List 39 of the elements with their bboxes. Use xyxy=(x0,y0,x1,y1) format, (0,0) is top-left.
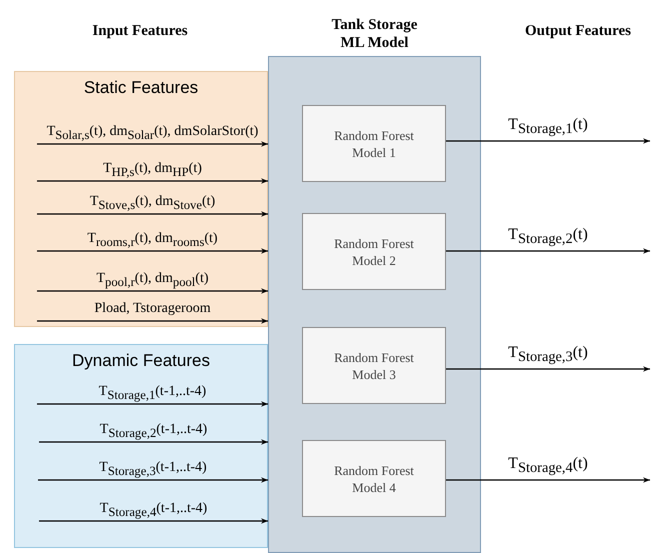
arrow xyxy=(39,439,268,445)
arrow xyxy=(37,401,268,407)
column-heading: Output Features xyxy=(524,22,632,40)
arrow xyxy=(38,477,268,483)
arrow xyxy=(37,318,268,324)
arrow xyxy=(446,477,650,483)
edge-label: T$_{Storage,1}$(t-1,..t-4) xyxy=(98,384,206,403)
edge-label: T$_{Stove,s}$(t), dm$_{Stove}$(t) xyxy=(90,194,216,213)
panel-title: Dynamic Features xyxy=(72,351,210,371)
edge-label: T$_{Storage,4}$(t-1,..t-4) xyxy=(100,501,208,520)
model-box: Random Forest Model 1 xyxy=(302,105,446,182)
edge-label: T$_{Storage,3}$(t) xyxy=(508,345,588,366)
edge-label: Pload, Tstorageroom xyxy=(94,301,211,317)
edge-label: T$_{Storage,3}$(t-1,..t-4) xyxy=(99,460,207,479)
model-box: Random Forest Model 3 xyxy=(302,327,446,404)
feature-panel xyxy=(14,71,268,327)
model-box: Random Forest Model 2 xyxy=(302,213,446,290)
edge-label: T$_{pool,r}$(t), dm$_{pool}$(t) xyxy=(96,271,208,290)
arrow xyxy=(37,178,268,184)
arrow xyxy=(446,366,650,372)
edge-label: T$_{rooms,r}$(t), dm$_{rooms}$(t) xyxy=(87,231,218,250)
column-heading: Input Features xyxy=(91,22,189,40)
model-title: Tank Storage ML Model xyxy=(330,16,418,52)
edge-label: T$_{Storage,2}$(t-1,..t-4) xyxy=(100,422,208,441)
arrow xyxy=(37,211,268,217)
feature-panel xyxy=(14,344,268,548)
edge-label: T$_{Solar,s}$(t), dm$_{Solar}$(t), dmSolarStor(t) xyxy=(46,124,258,143)
arrow xyxy=(446,138,650,144)
arrow xyxy=(37,248,268,254)
edge-label: T$_{HP,s}$(t), dm$_{HP}$(t) xyxy=(103,161,202,180)
arrow xyxy=(37,141,268,147)
edge-label: T$_{Storage,1}$(t) xyxy=(508,117,588,138)
edge-label: T$_{Storage,4}$(t) xyxy=(508,456,588,476)
arrow xyxy=(39,518,268,524)
arrow xyxy=(37,288,268,294)
panel-title: Static Features xyxy=(84,78,198,98)
arrow xyxy=(446,248,650,254)
model-box: Random Forest Model 4 xyxy=(302,440,446,517)
edge-label: T$_{Storage,2}$(t) xyxy=(508,227,588,248)
